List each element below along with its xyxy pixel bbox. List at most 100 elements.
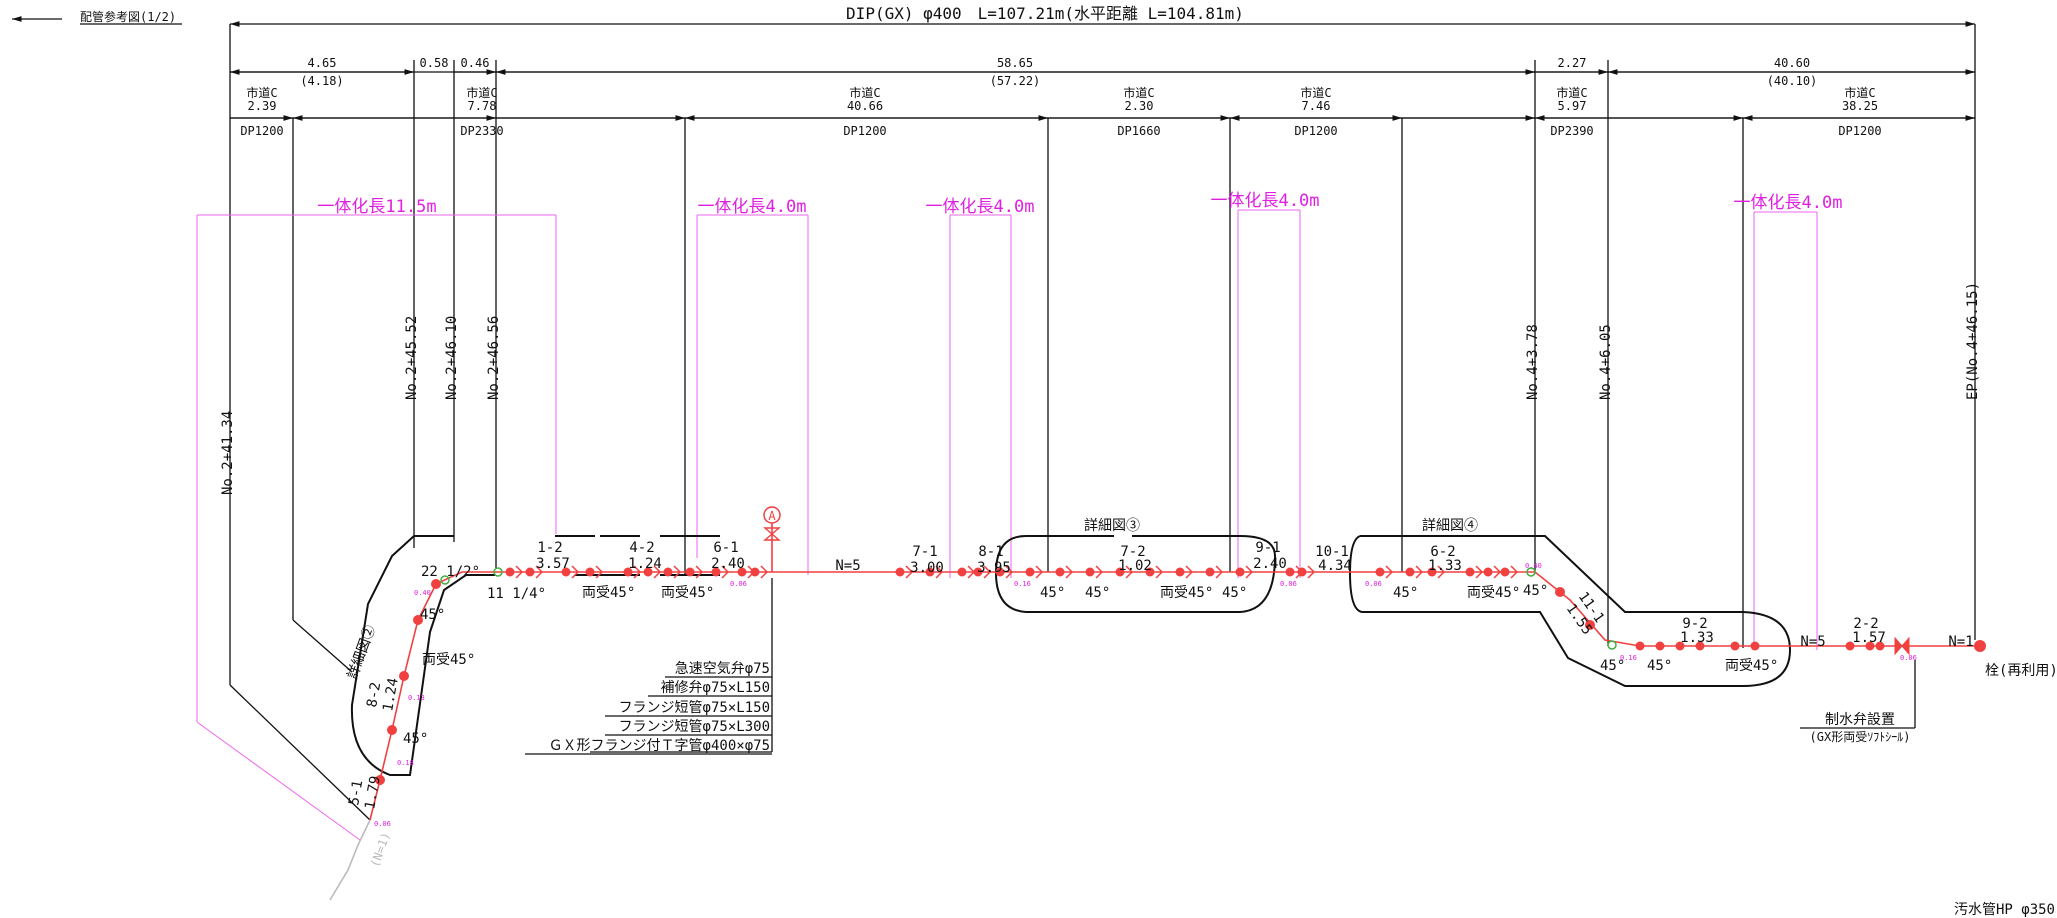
pipe-coupling — [673, 565, 682, 579]
pipe-coupling — [1385, 565, 1394, 579]
pipe-coupling — [1307, 565, 1316, 579]
pipe-joint — [737, 567, 747, 577]
svg-text:1.33: 1.33 — [1680, 630, 1714, 646]
dim-value: 0.46 — [461, 56, 490, 70]
road-segment: 市道C 2.30 DP1660 — [1117, 85, 1160, 138]
svg-text:1.24: 1.24 — [380, 677, 402, 713]
callout-item: フランジ短管φ75×L300 — [619, 719, 770, 735]
detail-label: 詳細図③ — [1084, 518, 1140, 534]
svg-text:2-2: 2-2 — [1853, 616, 1878, 632]
pipe-joint — [525, 567, 535, 577]
pipe-joint — [643, 567, 653, 577]
svg-text:45°: 45° — [1523, 583, 1548, 599]
callout-item: フランジ短管φ75×L150 — [619, 700, 770, 716]
svg-text:38.25: 38.25 — [1842, 99, 1878, 113]
svg-text:45°: 45° — [1393, 585, 1418, 601]
callout-item: 補修弁φ75×L150 — [661, 680, 770, 696]
dim-value: 40.60 — [1774, 56, 1810, 70]
pipe-joint — [1675, 641, 1685, 651]
integration-label: 一体化長4.0m — [926, 197, 1035, 217]
pipe-joint — [1655, 641, 1665, 651]
pipe-joint — [1145, 567, 1155, 577]
pipe-coupling — [1215, 565, 1224, 579]
pipe-joint — [1375, 567, 1385, 577]
svg-text:2.30: 2.30 — [1125, 99, 1154, 113]
pipe-coupling — [1155, 565, 1164, 579]
pipe-joint — [1875, 641, 1885, 651]
integration-label: 一体化長11.5m — [317, 197, 436, 217]
pipe-coupling — [983, 565, 992, 579]
dim-sub: (40.10) — [1767, 74, 1818, 88]
pipe-coupling — [760, 565, 769, 579]
integration-label: 一体化長4.0m — [1211, 191, 1320, 211]
svg-text:10-1: 10-1 — [1315, 544, 1349, 560]
svg-text:1.33: 1.33 — [1428, 558, 1462, 574]
bottom-label: 汚水管HP φ350 — [1954, 902, 2055, 918]
green-marker — [1607, 640, 1617, 650]
callout-item: 急速空気弁φ75 — [675, 661, 770, 677]
air-valve-assembly: A — [590, 506, 781, 753]
svg-text:0.06: 0.06 — [1280, 580, 1297, 588]
pipe-joint — [375, 775, 385, 785]
svg-text:9-2: 9-2 — [1682, 616, 1707, 632]
svg-text:0.40: 0.40 — [414, 589, 431, 597]
svg-text:DP1200: DP1200 — [240, 124, 283, 138]
pipe-joint — [1750, 641, 1760, 651]
existing-label: (N=1) — [368, 830, 394, 869]
pipe-joint — [1483, 567, 1493, 577]
pipe-joint — [1585, 620, 1595, 630]
pipe-joint — [1175, 567, 1185, 577]
pipe-joint — [1297, 567, 1307, 577]
pipe-coupling — [595, 565, 604, 579]
green-marker — [1526, 567, 1536, 577]
station-label: No.2+41.34 — [220, 411, 236, 495]
pipe-joint — [1405, 567, 1415, 577]
svg-text:6-2: 6-2 — [1430, 544, 1455, 560]
pipe-joint — [685, 567, 695, 577]
pipe-joint — [895, 567, 905, 577]
station-label: No.4+3.78 — [1525, 324, 1541, 400]
valve-sublabel: (GX形両受ｿﾌﾄｼｰﾙ) — [1810, 730, 1911, 744]
pipe-joint — [561, 567, 571, 577]
pipe-joint — [1025, 567, 1035, 577]
svg-text:4-2: 4-2 — [629, 540, 654, 556]
joint-tags: 0.06 0.18 0.13 0.40 0.06 0.40 0.16 0.06 … — [374, 562, 1917, 828]
pipe-joint — [623, 567, 633, 577]
svg-text:市道C: 市道C — [1556, 85, 1587, 100]
svg-text:1-2: 1-2 — [537, 540, 562, 556]
pipe-joint — [505, 567, 515, 577]
pipe-joint — [1635, 641, 1645, 651]
pipe-coupling — [695, 565, 704, 579]
svg-text:3.00: 3.00 — [910, 560, 944, 576]
pipe-coupling — [515, 565, 524, 579]
hydrant-label: 栓(再利用) — [1985, 663, 2057, 679]
svg-text:3.95: 3.95 — [977, 560, 1011, 576]
ref-label: 配管参考図(1/2) — [80, 9, 176, 24]
integration-label: 一体化長4.0m — [1734, 193, 1843, 213]
callout-list: 急速空気弁φ75 補修弁φ75×L150 フランジ短管φ75×L150 フランジ… — [525, 661, 772, 755]
pipe-coupling — [571, 565, 580, 579]
dim-value: 2.27 — [1558, 56, 1587, 70]
svg-text:5.97: 5.97 — [1558, 99, 1587, 113]
pipe-joint — [413, 615, 423, 625]
svg-text:8-2: 8-2 — [364, 681, 384, 709]
dim-value: 58.65 — [997, 56, 1033, 70]
svg-text:7.78: 7.78 — [468, 99, 497, 113]
pipe-joint — [995, 567, 1005, 577]
integration-zones — [196, 209, 1818, 841]
svg-text:45°: 45° — [403, 731, 428, 747]
pipe-joint — [1730, 641, 1740, 651]
pipe-coupling — [1095, 565, 1104, 579]
pipe-joint — [1427, 567, 1437, 577]
pipeline — [329, 571, 1980, 901]
pipe-title: DIP(GX) φ400 L=107.21m(水平距離 L=104.81m) — [846, 4, 1244, 23]
dim-value: 4.65 — [308, 56, 337, 70]
n-label: N=5 — [835, 558, 860, 574]
angle-labels: 22 1/2° 11 1/4° 45° 両受45° 両受45° 両受45° 45… — [403, 564, 1778, 747]
detail-boundary-3 — [994, 534, 1277, 613]
svg-text:A: A — [768, 509, 776, 523]
svg-text:45°: 45° — [1647, 658, 1672, 674]
road-segment: 市道C 38.25 DP1200 — [1838, 85, 1881, 138]
svg-text:0.18: 0.18 — [397, 759, 414, 767]
